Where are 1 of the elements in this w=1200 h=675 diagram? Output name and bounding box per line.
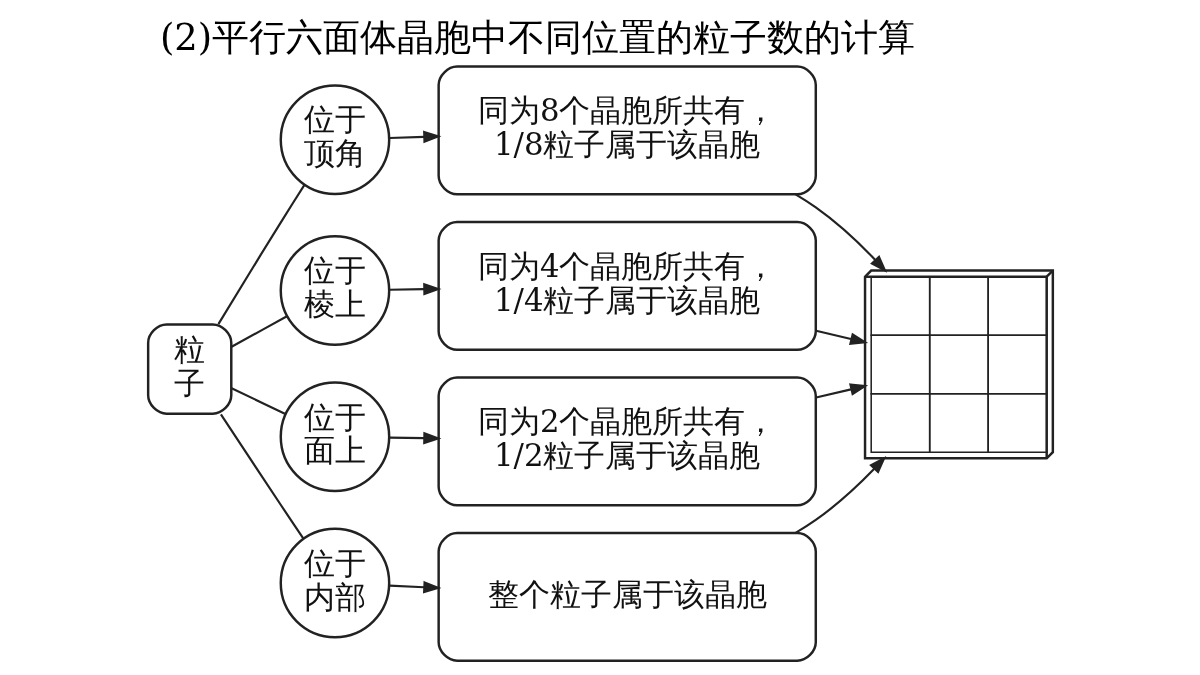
diagram-title: (2)平行六面体晶胞中不同位置的粒子数的计算 [159,15,915,59]
